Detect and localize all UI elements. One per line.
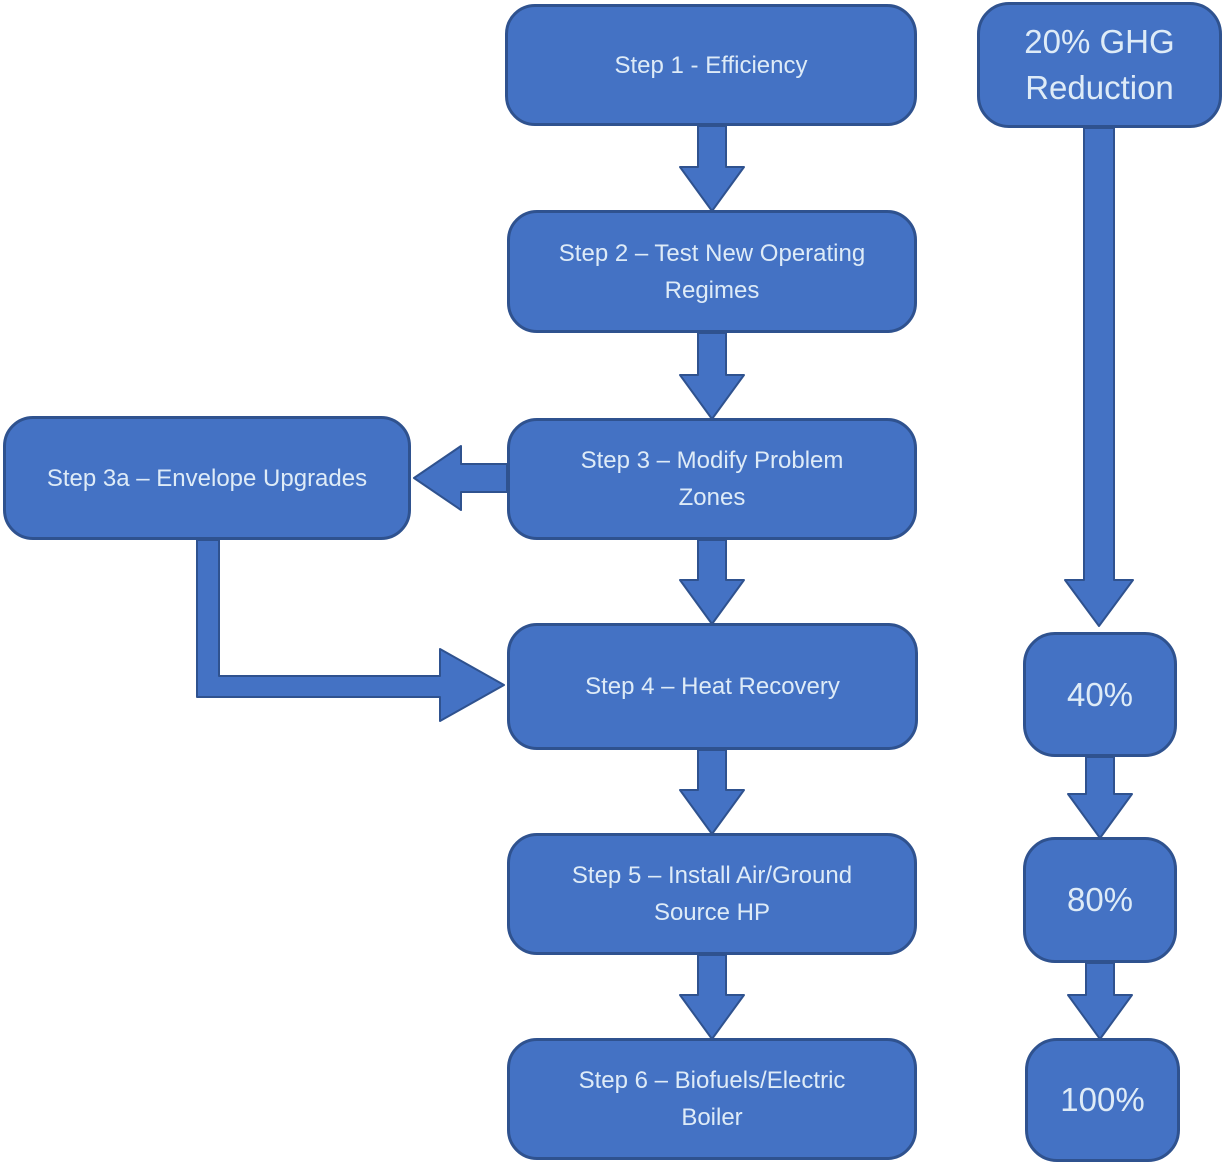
node-ghg-reduction-20: 20% GHG Reduction xyxy=(977,2,1222,128)
node-label: 80% xyxy=(1066,881,1134,918)
arrow-step4-step5 xyxy=(679,749,745,835)
node-ghg-milestone-40: 40% xyxy=(1023,632,1177,757)
node-label: Step 4 – Heat Recovery xyxy=(585,673,840,700)
node-label: 100% xyxy=(1060,1081,1145,1118)
node-label: Step 6 – Biofuels/Electric Boiler xyxy=(578,1067,846,1131)
node-label: Step 5 – Install Air/Ground Source HP xyxy=(571,862,853,926)
arrow-step3-step3a xyxy=(413,445,508,511)
node-step-3a-envelope-upgrades: Step 3a – Envelope Upgrades xyxy=(3,416,411,540)
arrow-step3-step4 xyxy=(679,539,745,625)
node-step-6-biofuels-electric-boiler: Step 6 – Biofuels/Electric Boiler xyxy=(507,1038,917,1160)
node-label: 40% xyxy=(1066,675,1134,713)
node-step-5-install-air-ground-source-hp: Step 5 – Install Air/Ground Source HP xyxy=(507,833,917,955)
node-step-1-efficiency: Step 1 - Efficiency xyxy=(505,4,917,126)
arrow-step1-step2 xyxy=(679,125,745,212)
node-step-4-heat-recovery: Step 4 – Heat Recovery xyxy=(507,623,918,750)
node-step-2-test-new-operating-regimes: Step 2 – Test New Operating Regimes xyxy=(507,210,917,333)
node-label: 20% GHG Reduction xyxy=(1024,23,1175,106)
arrow-ghg80-ghg100 xyxy=(1067,962,1133,1040)
node-label: Step 2 – Test New Operating Regimes xyxy=(558,239,866,304)
arrow-ghg40-ghg80 xyxy=(1067,756,1133,839)
node-label: Step 1 - Efficiency xyxy=(614,51,808,79)
arrow-step2-step3 xyxy=(679,332,745,420)
node-ghg-milestone-80: 80% xyxy=(1023,837,1177,963)
arrow-step5-step6 xyxy=(679,954,745,1040)
node-ghg-milestone-100: 100% xyxy=(1025,1038,1180,1162)
node-step-3-modify-problem-zones: Step 3 – Modify Problem Zones xyxy=(507,418,917,540)
arrow-step3a-step4-elbow xyxy=(196,539,505,722)
node-label: Step 3a – Envelope Upgrades xyxy=(46,464,368,492)
node-label: Step 3 – Modify Problem Zones xyxy=(580,447,844,511)
arrow-ghg20-ghg40-long xyxy=(1064,127,1134,627)
